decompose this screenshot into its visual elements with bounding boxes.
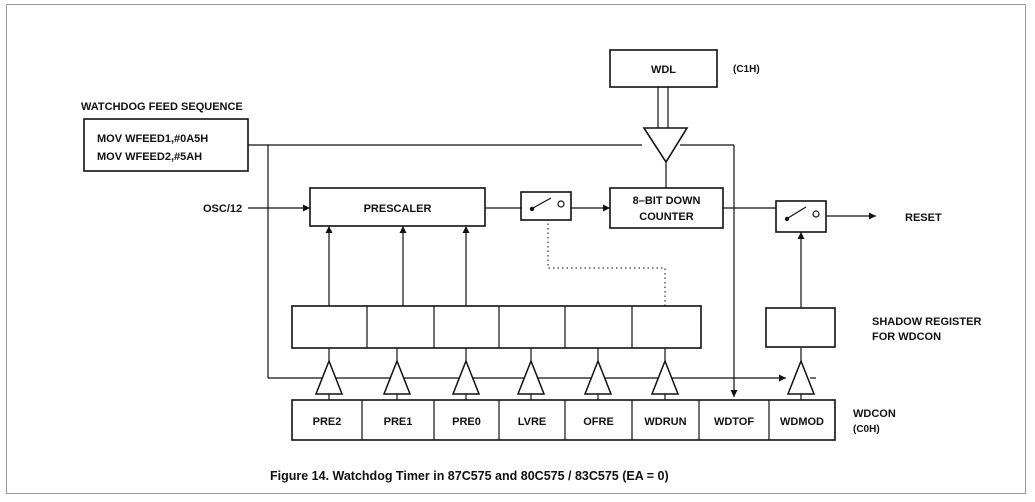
prescaler-label: PRESCALER: [364, 203, 432, 215]
control-register: [291, 305, 702, 349]
wdcon-label: WDCON: [853, 408, 896, 420]
wdcon-bit-pre0: PRE0: [452, 416, 481, 428]
connection-lines: [248, 87, 876, 400]
wdcon-bit-ofre: OFRE: [583, 416, 614, 428]
wdcon-bit-lvre: LVRE: [518, 416, 547, 428]
shadow-register-label-line1: SHADOW REGISTER: [872, 316, 981, 328]
wdcon-address: (C0H): [853, 424, 880, 435]
load-buffer-icon: [642, 127, 689, 164]
reset-switch-icon: [775, 200, 827, 233]
shadow-register-box: [765, 307, 836, 348]
reset-label: RESET: [905, 212, 942, 224]
feed-sequence-line1: MOV WFEED1,#0A5H: [97, 133, 208, 145]
wdcon-bit-pre2: PRE2: [313, 416, 342, 428]
wdcon-bit-wdmod: WDMOD: [780, 416, 824, 428]
feed-sequence-box: [83, 118, 249, 172]
down-counter-box: [609, 187, 724, 229]
shadow-register-label-line2: FOR WDCON: [872, 331, 941, 343]
wdcon-bit-wdrun: WDRUN: [644, 416, 686, 428]
wdl-address: (C1H): [733, 64, 760, 75]
counter-label-line2: COUNTER: [639, 211, 693, 223]
feed-sequence-title: WATCHDOG FEED SEQUENCE: [81, 101, 243, 113]
wdcon-bit-pre1: PRE1: [384, 416, 413, 428]
prescaler-box: [309, 187, 486, 227]
wdl-box: [609, 49, 718, 88]
wdl-label: WDL: [651, 64, 676, 76]
osc-label: OSC/12: [203, 203, 242, 215]
feed-sequence-line2: MOV WFEED2,#5AH: [97, 151, 202, 163]
buffer-icons: [314, 358, 816, 395]
wdcon-bit-wdtof: WDTOF: [714, 416, 754, 428]
counter-label-line1: 8–BIT DOWN: [633, 195, 701, 207]
figure-caption: Figure 14. Watchdog Timer in 87C575 and …: [270, 469, 669, 483]
wdcon-register: [291, 399, 836, 441]
clock-switch-icon: [520, 191, 572, 221]
